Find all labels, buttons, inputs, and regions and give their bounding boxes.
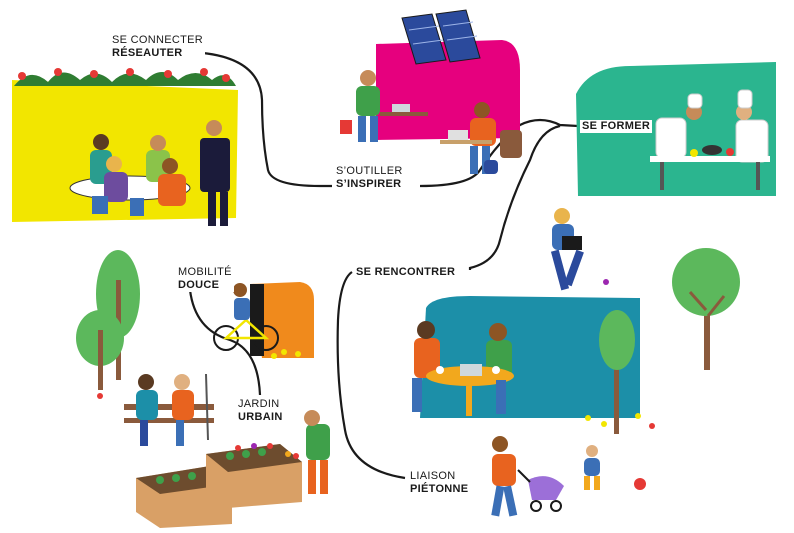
label-urbain: URBAIN bbox=[238, 411, 283, 423]
plants bbox=[156, 443, 273, 484]
label-se-rencontrer: SE RENCONTRER bbox=[354, 266, 458, 279]
label-se-rencontrer-text: SE RENCONTRER bbox=[356, 266, 456, 278]
tree-right bbox=[672, 248, 740, 370]
label-pietonne: PIÉTONNE bbox=[410, 483, 469, 495]
label-mobilite-line1: MOBILITÉ bbox=[178, 266, 232, 278]
label-se-former: SE FORMER bbox=[580, 120, 653, 133]
label-soutiller-line1: S’OUTILLER bbox=[336, 165, 403, 177]
garden-scene bbox=[124, 373, 330, 528]
label-se-connecter: SE CONNECTER RÉSEAUTER bbox=[110, 34, 205, 60]
people-group bbox=[90, 120, 230, 226]
solar-panels bbox=[401, 9, 481, 65]
meeting-scene bbox=[412, 208, 655, 434]
label-reseauter: RÉSEAUTER bbox=[112, 47, 183, 59]
tooling-scene bbox=[340, 9, 522, 174]
label-mobilite: MOBILITÉ DOUCE bbox=[176, 266, 234, 292]
networking-scene bbox=[12, 68, 238, 226]
label-sinspirer: S’INSPIRER bbox=[336, 178, 402, 190]
label-se-connecter-line1: SE CONNECTER bbox=[112, 34, 203, 46]
label-se-former-text: SE FORMER bbox=[582, 120, 651, 132]
mobility-scene bbox=[213, 282, 314, 359]
blue-panel bbox=[420, 296, 640, 418]
label-jardin-line1: JARDIN bbox=[238, 398, 280, 410]
label-liaison-line1: LIAISON bbox=[410, 470, 456, 482]
label-jardin: JARDIN URBAIN bbox=[236, 398, 285, 424]
label-soutiller: S’OUTILLER S’INSPIRER bbox=[334, 165, 405, 191]
pedestrian-scene bbox=[491, 436, 646, 517]
training-scene bbox=[576, 62, 776, 196]
trees-left bbox=[76, 250, 140, 399]
label-douce: DOUCE bbox=[178, 279, 220, 291]
hedge bbox=[14, 68, 236, 86]
label-liaison: LIAISON PIÉTONNE bbox=[408, 470, 471, 496]
mobility-path bbox=[188, 289, 262, 396]
flowers-meeting bbox=[585, 279, 655, 429]
